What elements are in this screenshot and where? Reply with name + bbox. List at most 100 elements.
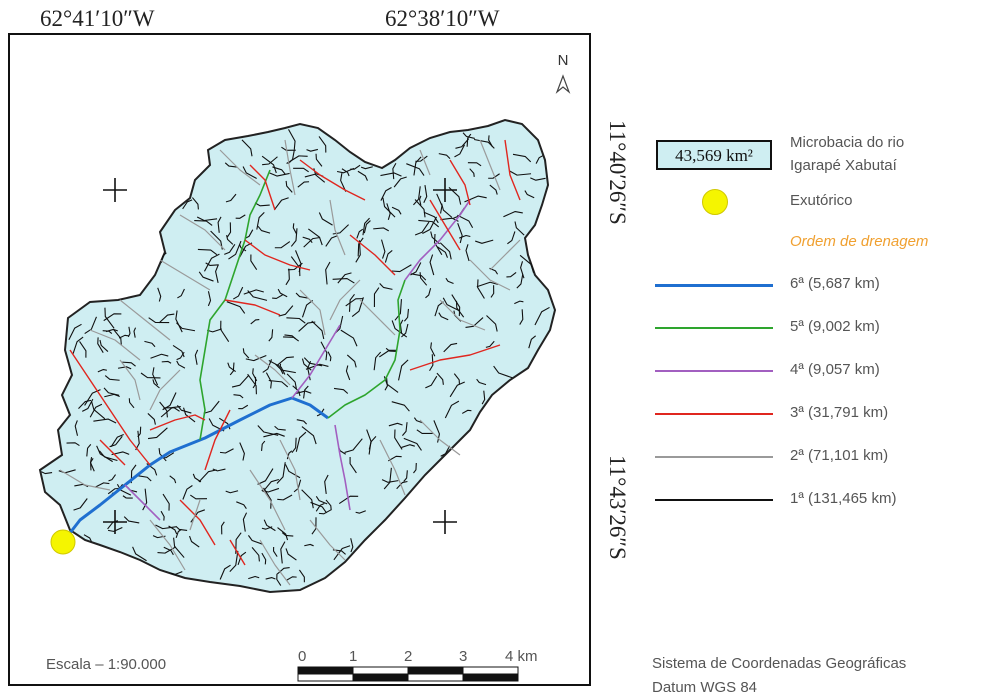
- longitude-label-right: 62°38′10″W: [385, 6, 500, 31]
- stream-order-2: [179, 214, 226, 251]
- stream-order-1: [247, 290, 268, 301]
- stream-order-1: [388, 422, 403, 427]
- stream-order-1: [263, 519, 276, 532]
- stream-order-2: [89, 329, 141, 361]
- stream-order-1: [157, 287, 162, 302]
- coordinate-system-line2: Datum WGS 84: [652, 679, 758, 696]
- stream-order-1: [150, 353, 169, 359]
- stream-order-1: [337, 272, 352, 284]
- stream-order-2: [284, 139, 296, 196]
- stream-order-1: [276, 567, 290, 576]
- drainage-order-2-swatch: [655, 456, 773, 458]
- stream-order-1: [298, 569, 305, 583]
- stream-order-1: [325, 235, 338, 247]
- stream-order-1: [142, 488, 148, 511]
- stream-order-1: [493, 365, 513, 379]
- stream-order-1: [388, 455, 402, 462]
- stream-order-1: [287, 262, 303, 271]
- stream-order-1: [509, 170, 532, 176]
- stream-order-1: [356, 228, 364, 239]
- stream-order-1: [481, 390, 486, 405]
- stream-order-3: [69, 349, 151, 466]
- stream-order-1: [391, 320, 408, 338]
- stream-order-1: [528, 335, 537, 349]
- stream-order-1: [237, 551, 247, 566]
- stream-order-1: [292, 385, 301, 397]
- stream-order-1: [217, 216, 222, 233]
- stream-order-1: [488, 173, 500, 179]
- stream-order-1: [507, 231, 516, 245]
- stream-order-2: [279, 439, 301, 501]
- stream-order-1: [336, 167, 355, 174]
- stream-order-6: [61, 396, 329, 543]
- stream-order-4: [124, 484, 161, 521]
- stream-order-1: [303, 236, 321, 248]
- stream-order-2: [329, 199, 346, 256]
- stream-order-1: [248, 575, 260, 580]
- stream-order-4: [291, 324, 341, 399]
- stream-order-1: [257, 468, 274, 485]
- stream-order-1: [304, 543, 314, 547]
- stream-order-1: [170, 571, 183, 575]
- stream-order-1: [357, 237, 364, 257]
- stream-order-1: [108, 474, 117, 482]
- stream-order-1: [295, 431, 307, 452]
- stream-order-1: [286, 317, 306, 324]
- stream-order-1: [403, 437, 422, 451]
- stream-order-1: [516, 274, 524, 289]
- drainage-order-4-label: 4ª (9,057 km): [790, 361, 880, 378]
- stream-order-1: [414, 199, 426, 218]
- stream-order-1: [74, 420, 79, 436]
- stream-order-1: [514, 221, 525, 236]
- stream-order-1: [379, 349, 397, 358]
- stream-order-1: [226, 235, 234, 245]
- stream-order-1: [152, 367, 159, 386]
- stream-order-1: [268, 329, 274, 342]
- stream-order-1: [345, 298, 364, 307]
- stream-order-1: [296, 419, 308, 425]
- stream-order-1: [477, 279, 485, 299]
- stream-order-1: [349, 457, 357, 474]
- stream-order-1: [301, 358, 312, 371]
- stream-order-1: [292, 223, 298, 235]
- stream-order-1: [346, 354, 357, 368]
- stream-order-1: [247, 535, 263, 545]
- stream-order-1: [242, 512, 248, 532]
- stream-order-1: [191, 197, 199, 210]
- outlet-dot: [50, 529, 76, 555]
- stream-order-1: [286, 373, 297, 389]
- stream-order-1: [175, 525, 188, 531]
- stream-order-1: [194, 219, 213, 226]
- stream-order-1: [162, 392, 177, 411]
- stream-order-1: [148, 317, 170, 324]
- north-label: N: [557, 52, 569, 69]
- drainage-order-6-swatch: [655, 284, 773, 287]
- stream-order-1: [103, 313, 122, 322]
- stream-order-1: [438, 153, 451, 160]
- stream-order-1: [257, 225, 271, 234]
- stream-order-2: [59, 469, 111, 491]
- stream-order-1: [190, 494, 207, 500]
- stream-order-1: [392, 163, 397, 180]
- stream-order-1: [261, 440, 266, 451]
- stream-order-1: [383, 467, 392, 490]
- stream-order-1: [340, 329, 358, 347]
- stream-order-3: [349, 234, 396, 276]
- stream-order-1: [391, 206, 402, 215]
- stream-order-1: [318, 509, 332, 515]
- stream-order-1: [293, 167, 309, 173]
- stream-order-1: [97, 337, 104, 353]
- stream-order-1: [415, 155, 428, 162]
- stream-order-1: [324, 474, 329, 495]
- stream-order-1: [416, 429, 433, 434]
- stream-order-1: [439, 242, 452, 260]
- area-label-line2: Igarapé Xabutaí: [790, 157, 897, 174]
- stream-order-1: [345, 365, 351, 381]
- stream-order-1: [433, 420, 440, 443]
- stream-order-1: [476, 281, 499, 288]
- stream-order-1: [265, 372, 272, 389]
- stream-order-1: [413, 462, 417, 474]
- stream-order-3: [224, 299, 281, 316]
- stream-order-1: [394, 429, 403, 450]
- stream-order-1: [396, 480, 408, 490]
